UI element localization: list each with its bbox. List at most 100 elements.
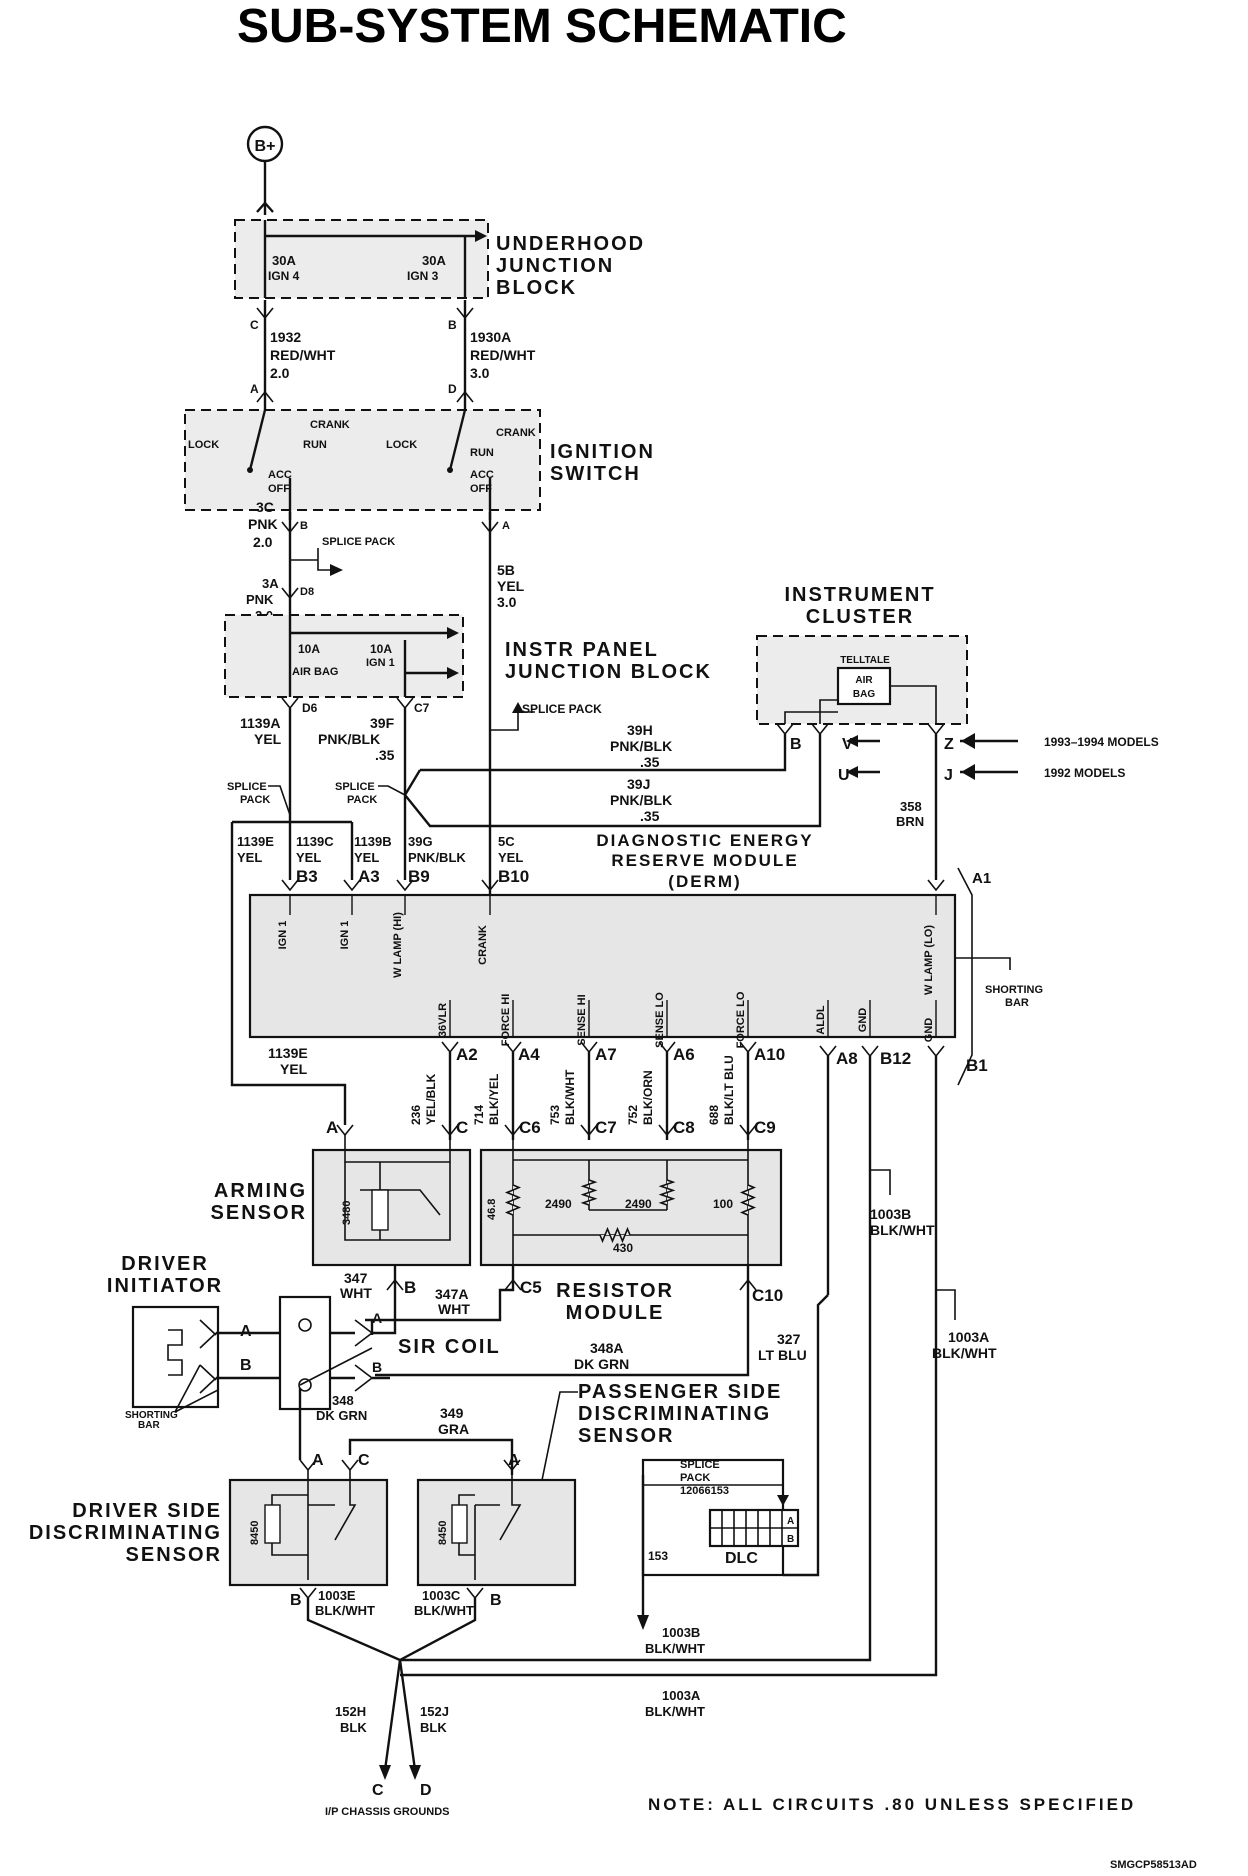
ign-right-lock: LOCK — [386, 439, 417, 451]
derm-wire-1139b-1: 1139B — [354, 834, 392, 849]
cluster-pin-u: U — [838, 767, 850, 784]
driver-sensor-resistor: 8450 — [249, 1521, 261, 1545]
wire-348a-2: DK GRN — [574, 1356, 629, 1372]
derm-internal-label: W LAMP (HI) — [392, 912, 404, 978]
driver-sensor-pin-b: B — [290, 1592, 302, 1609]
fuse-ign1: IGN 1 — [366, 657, 395, 669]
pin-b-3c: B — [300, 520, 308, 532]
underhood-name-2: JUNCTION — [496, 255, 614, 277]
cluster-pin-j: J — [944, 767, 953, 784]
wire-347-1: 347 — [344, 1270, 368, 1286]
pin-b9: B9 — [408, 867, 430, 886]
wire-1003e-2: BLK/WHT — [315, 1603, 375, 1618]
splice-dlc-2: PACK — [680, 1472, 710, 1484]
driver-sensor-name-1: DRIVER SIDE — [72, 1500, 222, 1522]
driver-sensor-name-3: SENSOR — [126, 1544, 222, 1566]
wire-1003b-low-1: 1003B — [662, 1625, 700, 1640]
ign-left-lock: LOCK — [188, 439, 219, 451]
derm-internal-label: FORCE HI — [500, 994, 512, 1047]
wire-1003b-2: BLK/WHT — [870, 1222, 935, 1238]
wire-1930a-2: RED/WHT — [470, 347, 536, 363]
fuse-airbag: AIR BAG — [292, 666, 338, 678]
wire-327-2: LT BLU — [758, 1347, 807, 1363]
derm-internal-label: GND — [923, 1018, 935, 1043]
bottom-wire-label: 688 — [707, 1105, 721, 1125]
cluster-name-1: INSTRUMENT — [784, 584, 935, 606]
splice-pack-mid-2: PACK — [347, 794, 377, 806]
pin-c-1932: C — [250, 318, 259, 332]
wire-39f-1: 39F — [370, 715, 395, 731]
pin-d8: D8 — [300, 586, 314, 598]
cluster-pin-z: Z — [944, 736, 954, 753]
wire-39j-3: .35 — [640, 808, 660, 824]
splice-pack-mid-1: SPLICE — [335, 781, 375, 793]
arming-name-2: SENSOR — [211, 1202, 307, 1224]
connector-chevron — [580, 1124, 598, 1137]
connector-chevron — [658, 1124, 676, 1137]
airbag-lamp-1: AIR — [855, 675, 873, 686]
wire-349-2: GRA — [438, 1421, 469, 1437]
passenger-name-2: DISCRIMINATING — [578, 1403, 771, 1425]
ipjb-name-1: INSTR PANEL — [505, 639, 659, 661]
initiator-shorting-bar-1: SHORTING — [125, 1410, 178, 1421]
fuse-30a-left: 30A — [272, 253, 296, 268]
driver-sensor-name-2: DISCRIMINATING — [29, 1522, 222, 1544]
wire-347a-2: WHT — [438, 1301, 470, 1317]
pin-b1: B1 — [966, 1056, 988, 1075]
wire-1139a-1: 1139A — [240, 715, 280, 731]
pin-a-5b: A — [502, 520, 510, 532]
initiator-pin-b: B — [240, 1357, 252, 1374]
wire-1139e-lower-2: YEL — [280, 1061, 308, 1077]
grounds-label: I/P CHASSIS GROUNDS — [325, 1806, 450, 1818]
fuse-10a-ign1: 10A — [370, 642, 392, 656]
driver-initiator — [131, 1305, 220, 1409]
splice-pack-1: SPLICE PACK — [322, 536, 395, 548]
wire-348a-1: 348A — [590, 1340, 623, 1356]
pin-b-1930a: B — [448, 318, 457, 332]
cluster-pin-v: V — [842, 736, 853, 753]
derm-internal-label: FORCE LO — [735, 991, 747, 1048]
arming-resistor: 3480 — [341, 1201, 353, 1225]
passenger-side-discriminating-sensor — [416, 1478, 577, 1587]
derm-internal-label: SENSE HI — [576, 994, 588, 1045]
instr-panel-junction-block — [224, 614, 464, 698]
wire-1003a-1: 1003A — [948, 1329, 989, 1345]
wire-1932-3: 2.0 — [270, 365, 290, 381]
resistor-name-2: MODULE — [566, 1302, 665, 1324]
driver-sensor-pin-c: C — [358, 1452, 370, 1469]
wire-348-1: 348 — [332, 1393, 354, 1408]
airbag-lamp-2: BAG — [853, 689, 875, 700]
bottom-wire-label: 752 — [626, 1105, 640, 1125]
bottom-wire-pin: C6 — [519, 1118, 541, 1137]
wire-358-2: BRN — [896, 814, 924, 829]
wire-348-2: DK GRN — [316, 1408, 367, 1423]
derm-internal-label: IGN 1 — [277, 921, 289, 950]
derm-wire-1139e-1: 1139E — [237, 834, 274, 849]
wire-3c-3: 2.0 — [253, 534, 273, 550]
ign-left-run: RUN — [303, 439, 327, 451]
derm-wire-1139c-2: YEL — [296, 850, 321, 865]
dlc-name: DLC — [725, 1550, 758, 1567]
wire-1932-2: RED/WHT — [270, 347, 336, 363]
wire-347a-1: 347A — [435, 1286, 468, 1302]
wire-3c-2: PNK — [248, 516, 278, 532]
wire-5b-2: YEL — [497, 578, 525, 594]
r-100: 100 — [713, 1197, 733, 1211]
wire-1003a-low-2: BLK/WHT — [645, 1704, 705, 1719]
sir-coil-name: SIR COIL — [398, 1336, 501, 1358]
wire-1139a-2: YEL — [254, 731, 282, 747]
fuse-30a-right: 30A — [422, 253, 446, 268]
ignition-switch — [184, 409, 541, 511]
wire-1932-1: 1932 — [270, 329, 301, 345]
diagram-code: SMGCP58513AD — [1110, 1859, 1197, 1871]
bottom-wire-label: BLK/YEL — [487, 1074, 501, 1125]
pin-a1: A1 — [972, 870, 991, 887]
resistor-symbol — [658, 1179, 676, 1206]
passenger-sensor-resistor: 8450 — [437, 1521, 449, 1545]
airbag-telltale-lamp — [836, 666, 892, 706]
wire-5b-3: 3.0 — [497, 594, 517, 610]
wire-152j-2: BLK — [420, 1720, 447, 1735]
wire-153: 153 — [648, 1549, 668, 1563]
ign-right-crank: CRANK — [496, 427, 536, 439]
wire-1003e-1: 1003E — [318, 1588, 356, 1603]
